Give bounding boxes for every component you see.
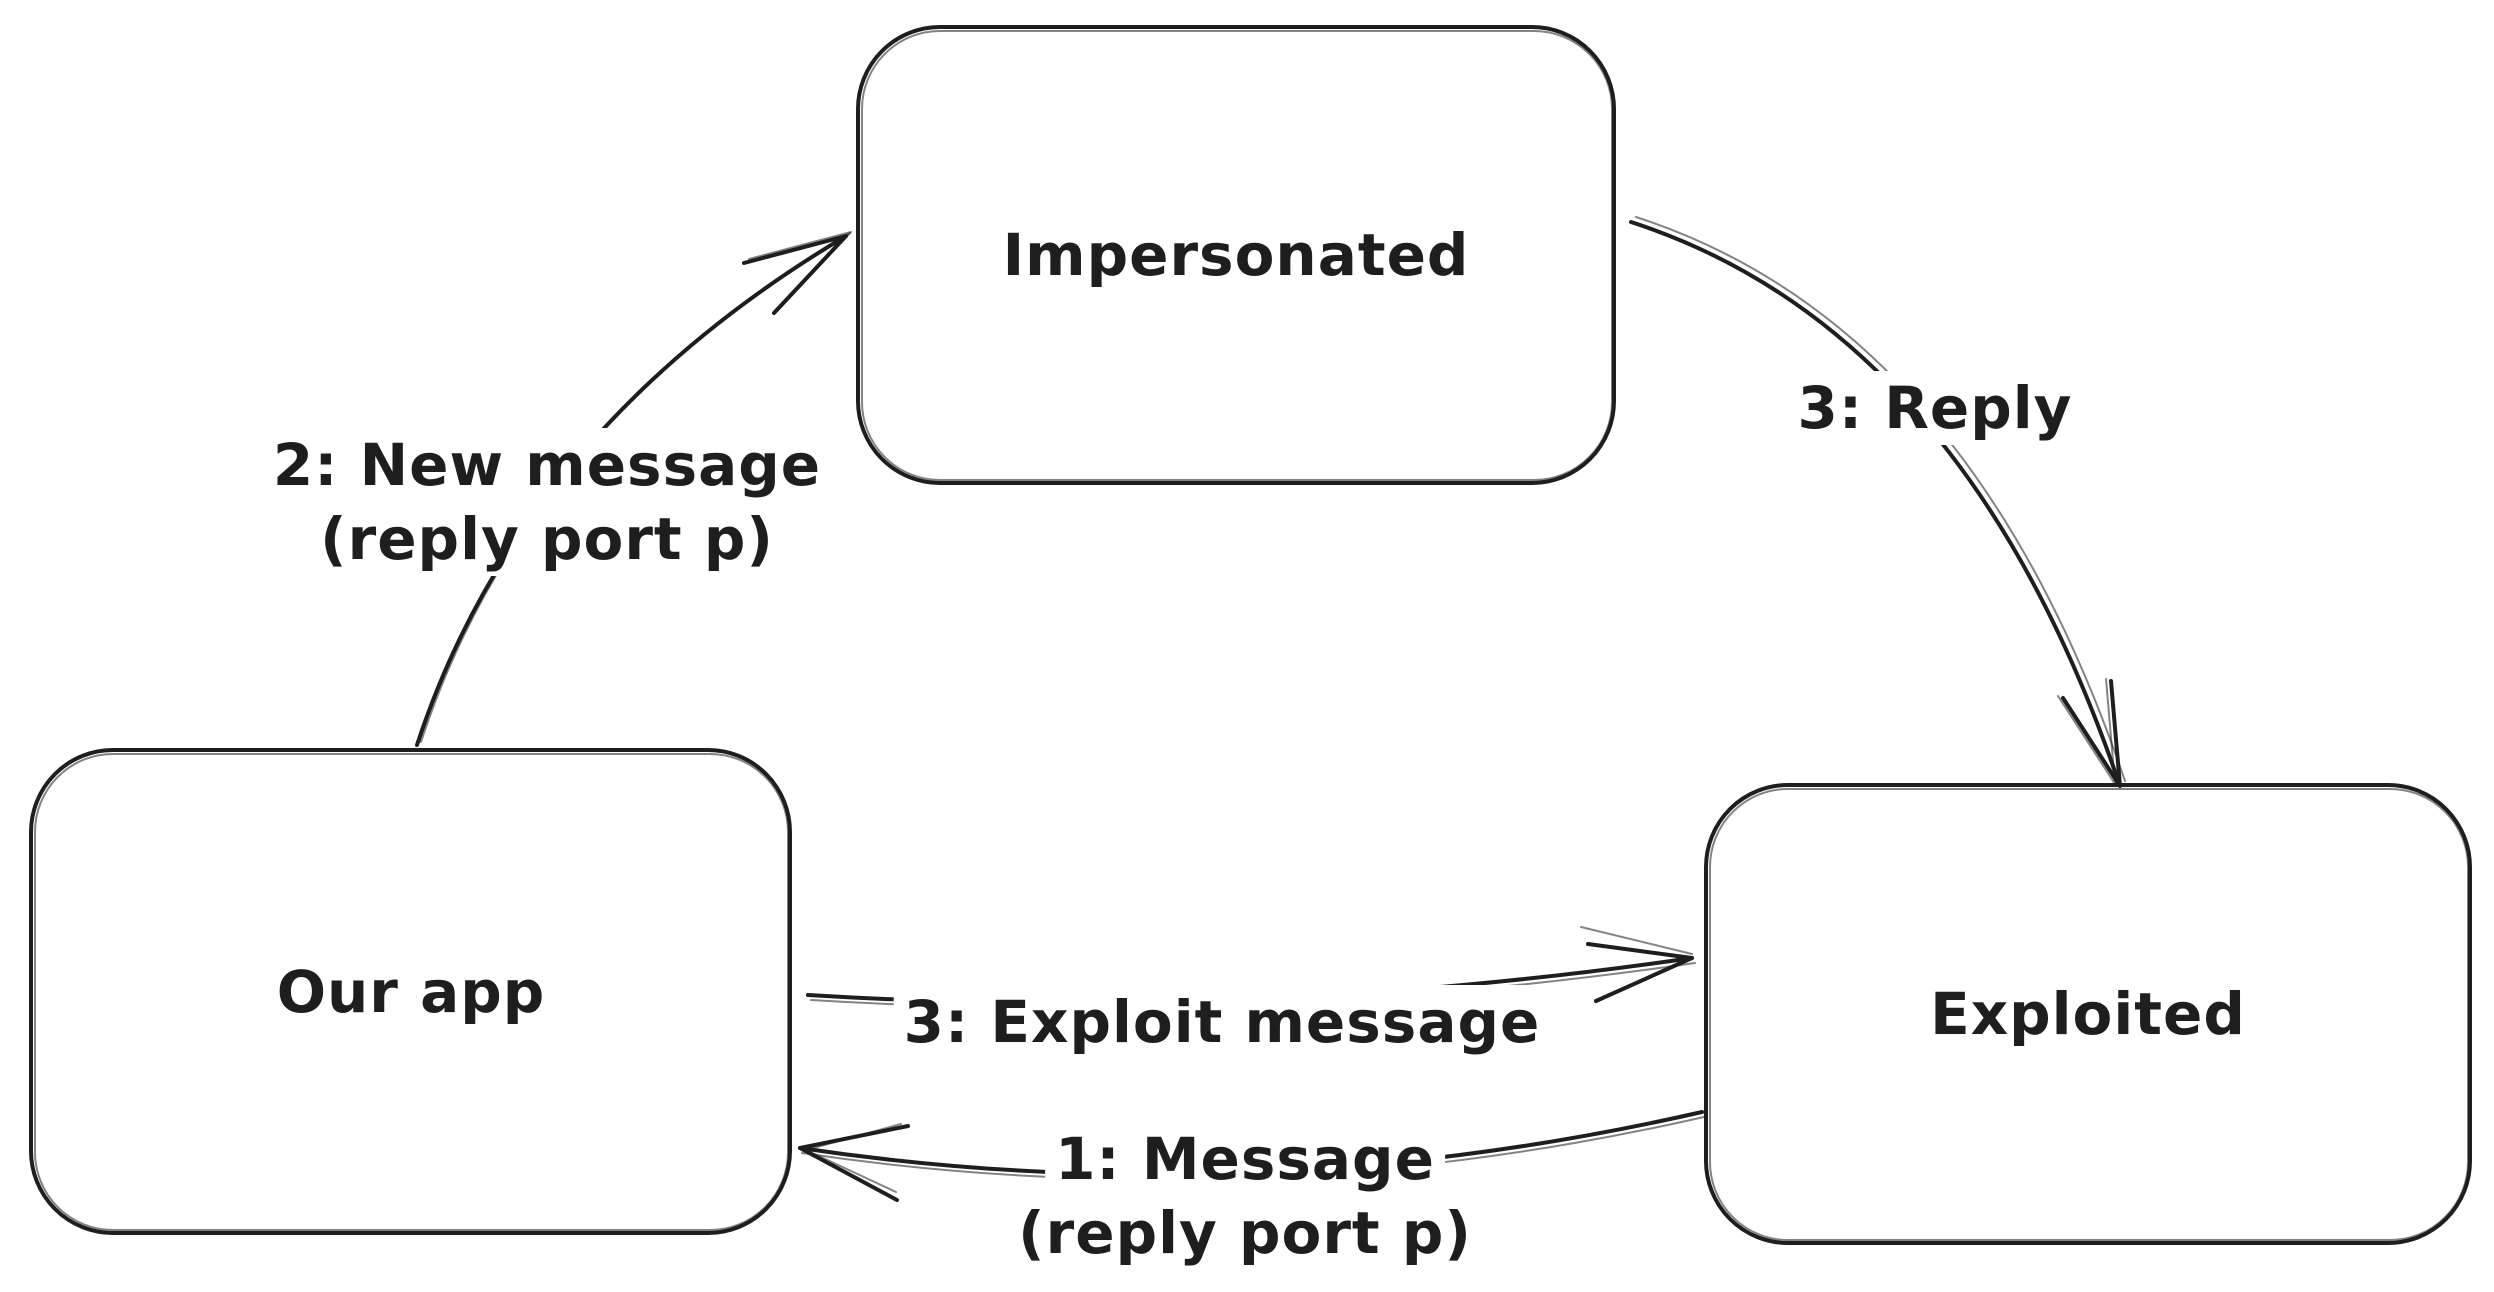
reply-edge-label-line1: 3: Reply bbox=[1787, 371, 2083, 445]
message-edge-label-line1: 1: Message bbox=[1045, 1122, 1445, 1196]
exploited-node-shape bbox=[1704, 783, 2472, 1245]
reply-arrowhead-icon bbox=[2061, 679, 2122, 788]
new-message-edge-label-line2: (reply port p) bbox=[310, 502, 784, 576]
our-app-node-label: Our app bbox=[276, 958, 546, 1026]
new-message-edge-label: 2: New message (reply port p) bbox=[262, 428, 832, 576]
exploit-message-edge-label-line1: 3: Exploit message bbox=[893, 985, 1551, 1059]
message-arrowhead-icon bbox=[798, 1124, 910, 1202]
impersonated-node-shape bbox=[856, 25, 1616, 485]
exploit-message-arrowhead-icon bbox=[1586, 942, 1694, 1003]
new-message-edge-label-line1: 2: New message bbox=[262, 428, 832, 502]
impersonated-node-label: Impersonated bbox=[1002, 221, 1470, 289]
exploited-node-label: Exploited bbox=[1930, 980, 2246, 1048]
reply-arrow bbox=[1629, 216, 2126, 788]
exploit-message-edge-label: 3: Exploit message bbox=[893, 985, 1551, 1059]
message-edge-label: 1: Message (reply port p) bbox=[1008, 1122, 1482, 1270]
reply-arrow-shaft bbox=[1629, 220, 2122, 788]
our-app-node-shape bbox=[29, 748, 792, 1235]
reply-edge-label: 3: Reply bbox=[1787, 371, 2083, 445]
message-edge-label-line2: (reply port p) bbox=[1008, 1196, 1482, 1270]
